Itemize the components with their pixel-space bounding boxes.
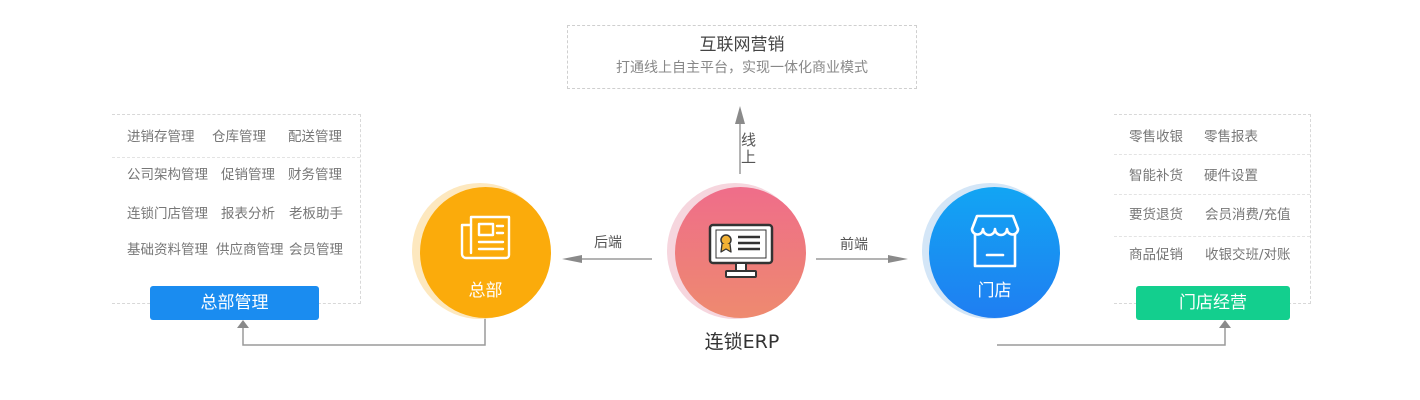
store-item: 商品促销 <box>1129 247 1183 263</box>
store-operation-button[interactable]: 门店经营 <box>1136 286 1290 320</box>
hq-node-label: 总部 <box>468 281 503 301</box>
backend-arrowhead <box>562 255 582 263</box>
store-item: 要货退货 <box>1129 207 1183 223</box>
online-arrowhead <box>735 106 745 124</box>
hq-item: 会员管理 <box>289 242 343 258</box>
hq-item: 促销管理 <box>221 167 275 183</box>
hq-item: 进销存管理 <box>127 129 195 145</box>
online-arrow-label-line2: 上 <box>741 148 757 166</box>
store-node[interactable]: 门店 <box>929 187 1060 318</box>
hq-item: 配送管理 <box>288 129 342 145</box>
store-panel-arrowhead <box>1219 320 1231 328</box>
certificate-monitor-icon <box>708 223 774 278</box>
frontend-label: 前端 <box>840 237 868 253</box>
online-marketing-title: 互联网营销 <box>699 35 785 55</box>
panel-divider <box>1114 194 1310 195</box>
online-arrow-label-line1: 线 <box>741 131 757 149</box>
erp-node-label: 连锁ERP <box>704 331 780 353</box>
hq-item: 老板助手 <box>289 206 343 222</box>
panel-divider <box>1114 236 1310 237</box>
store-item: 会员消费/充值 <box>1205 207 1291 223</box>
online-marketing-box: 互联网营销 打通线上自主平台，实现一体化商业模式 <box>567 25 917 89</box>
hq-item: 基础资料管理 <box>127 242 208 258</box>
hq-item: 连锁门店管理 <box>127 206 208 222</box>
store-item: 零售报表 <box>1204 129 1258 145</box>
store-item: 智能补货 <box>1129 168 1183 184</box>
store-item: 零售收银 <box>1129 129 1183 145</box>
store-item: 收银交班/对账 <box>1205 247 1291 263</box>
hq-item: 供应商管理 <box>216 242 284 258</box>
backend-label: 后端 <box>594 235 622 251</box>
erp-node[interactable] <box>675 187 806 318</box>
hq-item: 报表分析 <box>221 206 275 222</box>
hq-item: 财务管理 <box>288 167 342 183</box>
hq-panel-arrowhead <box>237 320 249 328</box>
store-item: 硬件设置 <box>1204 168 1258 184</box>
storefront-icon <box>970 214 1020 268</box>
store-panel-connector <box>997 326 1226 346</box>
panel-divider <box>112 157 360 158</box>
online-arrow-label: 线 上 <box>741 132 757 166</box>
hq-node[interactable]: 总部 <box>420 187 551 318</box>
hq-item: 公司架构管理 <box>127 167 208 183</box>
hq-item: 仓库管理 <box>212 129 266 145</box>
hq-panel-connector <box>242 312 486 346</box>
hq-management-button[interactable]: 总部管理 <box>150 286 319 320</box>
online-marketing-subtitle: 打通线上自主平台，实现一体化商业模式 <box>616 60 868 76</box>
newspaper-icon <box>460 215 511 260</box>
frontend-arrowhead <box>888 255 908 263</box>
panel-divider <box>1114 154 1310 155</box>
store-node-label: 门店 <box>977 281 1012 301</box>
